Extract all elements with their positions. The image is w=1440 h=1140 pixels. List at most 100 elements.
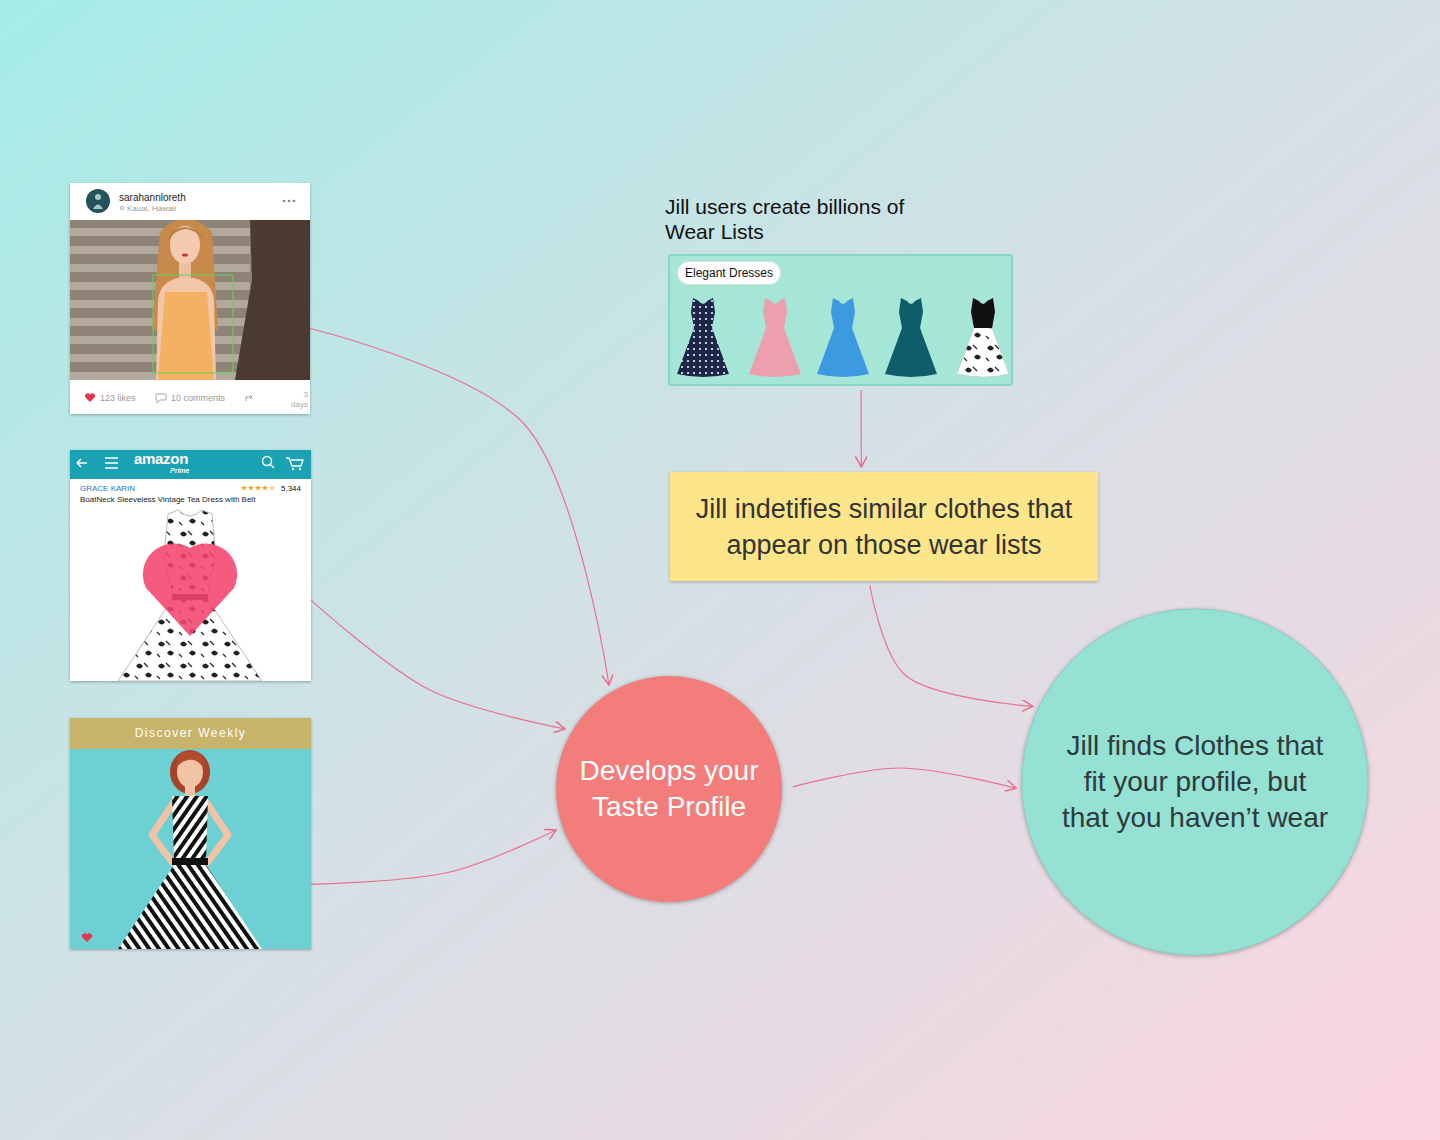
dress-thumb: [677, 298, 729, 377]
orange-dress: [158, 292, 214, 380]
brand-logo-sub: Prime: [170, 467, 189, 475]
menu-dot: [283, 200, 286, 203]
text-slot: Discover Weekly: [70, 726, 311, 741]
rating-star: [269, 485, 275, 491]
comment-icon: [156, 394, 166, 403]
circle-outline: [555, 675, 783, 903]
cart-icon: [292, 468, 294, 470]
striped-dress: [118, 865, 262, 949]
photo: [70, 220, 310, 380]
text-slot: 5,344: [281, 484, 301, 494]
pin-icon: [120, 206, 123, 209]
flow-arrow: [310, 329, 609, 686]
arm: [152, 802, 174, 862]
product-page-card: amazonPrimeGRACE KARIN 5,344BoatNeck Slee…: [70, 450, 311, 681]
comment-count: 10 comments: [171, 393, 225, 404]
dress-thumb: [749, 298, 801, 377]
like-heart: [85, 393, 95, 402]
lips: [182, 254, 188, 257]
search-icon: [263, 457, 272, 466]
text-slot: 123 likes: [100, 393, 136, 404]
menu-dot: [293, 200, 296, 203]
menu-icon: [105, 458, 118, 468]
result-circle: Jill finds Clothes that fit your profile…: [1021, 608, 1369, 956]
product-page-frame: [70, 450, 311, 681]
search-icon: [271, 465, 275, 469]
text-slot: Kauai, Hawaii: [127, 204, 176, 214]
dress-thumb: [817, 298, 869, 377]
text-slot: Prime: [170, 467, 189, 475]
flow-arrow: [311, 600, 565, 729]
circle-label: Jill finds Clothes that fit your profile…: [1060, 728, 1330, 836]
text-slot: 3 days: [286, 390, 308, 410]
avatar-figure: [93, 205, 103, 210]
panel-ground: [669, 255, 1012, 385]
floral-dress: [118, 510, 262, 681]
flow-arrow: [311, 830, 556, 884]
model: [118, 750, 262, 949]
card-title: Discover Weekly: [70, 726, 311, 741]
shoulders: [156, 278, 216, 380]
rating-star: [255, 485, 261, 491]
avatar: [86, 189, 110, 213]
hair: [176, 751, 205, 770]
connectors: [310, 329, 1033, 885]
text-slot: 10 comments: [171, 393, 225, 404]
share-icon: [246, 395, 252, 401]
process-box: Jill indetifies similar clothes that app…: [670, 472, 1098, 581]
menu-dot: [288, 200, 291, 203]
playlist-card: Discover Weekly: [70, 718, 311, 949]
product-title: BoatNeck Sleeveless Vintage Tea Dress wi…: [80, 495, 305, 505]
belt: [172, 858, 208, 865]
neck: [185, 785, 195, 797]
dress-thumb: [885, 298, 937, 377]
photo-ground: [70, 220, 310, 380]
circle-shape: [556, 676, 782, 902]
panel-heading: Jill users create billions of Wear Lists: [665, 194, 940, 244]
like-count: 123 likes: [100, 393, 136, 404]
favorite-heart: [143, 543, 237, 636]
circle-label: Develops your Taste Profile: [569, 753, 769, 825]
striped-dress: [172, 796, 208, 860]
dress-thumb: [971, 298, 995, 328]
flow-arrow: [870, 585, 1033, 706]
text-slot: amazon: [134, 451, 188, 466]
app-header: [70, 450, 311, 479]
card-band: [70, 718, 311, 749]
cart-icon: [286, 458, 303, 466]
rock: [235, 220, 310, 380]
profile-circle: Develops your Taste Profile: [555, 675, 783, 903]
social-post-card: sarahannlorethKauai, Hawaii 123 likes 10 c…: [70, 183, 310, 414]
avatar-figure: [95, 194, 101, 200]
cart-icon: [299, 468, 301, 470]
post-age: 3 days: [286, 390, 308, 410]
back-icon: [77, 459, 87, 467]
text-slot: Jill users create billions of Wear Lists: [665, 194, 940, 244]
like-heart: [82, 933, 92, 942]
username: sarahannloreth: [119, 192, 186, 204]
flow-arrow: [793, 768, 1016, 788]
card-frame: [70, 450, 311, 681]
text-slot: sarahannloreth: [119, 192, 186, 204]
rating-star: [248, 485, 254, 491]
card-frame: [70, 183, 310, 414]
chip-label: Elegant Dresses: [685, 266, 773, 280]
circle-shape: [1022, 609, 1368, 955]
seller-name: GRACE KARIN: [80, 484, 135, 494]
text-slot: BoatNeck Sleeveless Vintage Tea Dress wi…: [80, 495, 305, 505]
detection-box: [153, 275, 233, 373]
rating-star: [241, 485, 247, 491]
arm: [206, 802, 228, 862]
rating-star: [262, 485, 268, 491]
box-label: Jill indetifies similar clothes that app…: [686, 491, 1082, 563]
hair: [168, 227, 204, 240]
dress-thumb: [957, 298, 1009, 377]
brand-logo: amazon: [134, 451, 188, 466]
flow-arrow: [860, 390, 861, 467]
text-slot: GRACE KARIN: [80, 484, 135, 494]
social-post-frame: [70, 183, 310, 414]
wear-list-panel: Jill users create billions of Wear Lists…: [669, 255, 1012, 385]
review-count: 5,344: [281, 484, 301, 494]
playlist-frame: [70, 718, 311, 949]
